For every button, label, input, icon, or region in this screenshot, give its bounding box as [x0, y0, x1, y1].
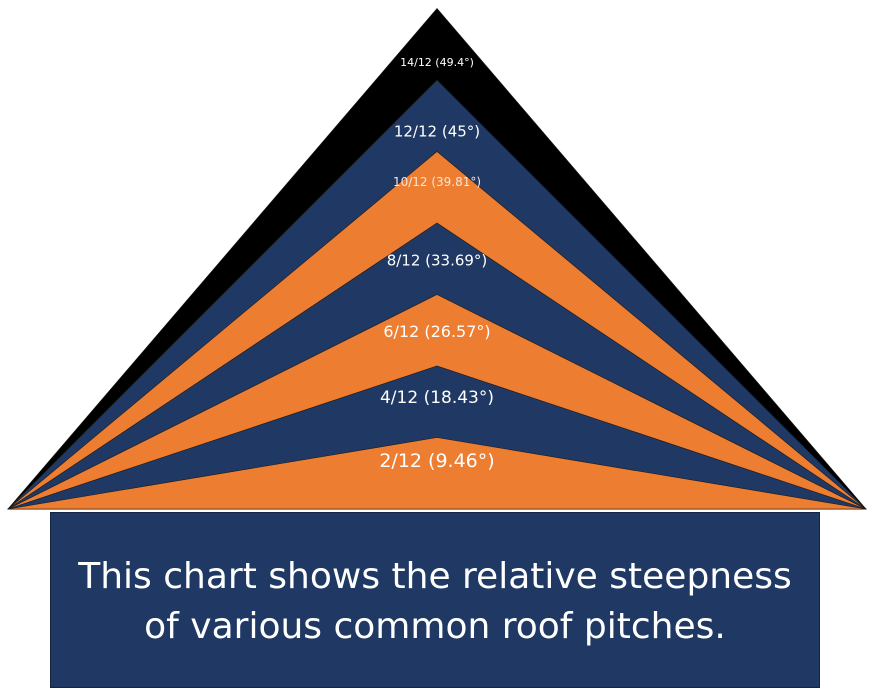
roof-triangle-2-12 [7, 437, 867, 510]
pitch-label-10-12: 10/12 (39.81°) [393, 175, 481, 189]
house-body: This chart shows the relative steepness … [50, 512, 820, 688]
pitch-label-2-12: 2/12 (9.46°) [379, 450, 494, 472]
pitch-label-14-12: 14/12 (49.4°) [400, 56, 474, 69]
pitch-label-8-12: 8/12 (33.69°) [387, 252, 488, 270]
roof-pitch-diagram: 14/12 (49.4°) 12/12 (45°) 10/12 (39.81°) 8/… [7, 8, 867, 510]
pitch-label-6-12: 6/12 (26.57°) [383, 322, 490, 341]
caption-text: This chart shows the relative steepness … [78, 556, 792, 647]
roof-labels: 14/12 (49.4°) 12/12 (45°) 10/12 (39.81°) 8/… [379, 56, 494, 472]
pitch-label-4-12: 4/12 (18.43°) [380, 388, 494, 408]
roof-layers [7, 8, 867, 510]
pitch-label-12-12: 12/12 (45°) [394, 123, 480, 141]
